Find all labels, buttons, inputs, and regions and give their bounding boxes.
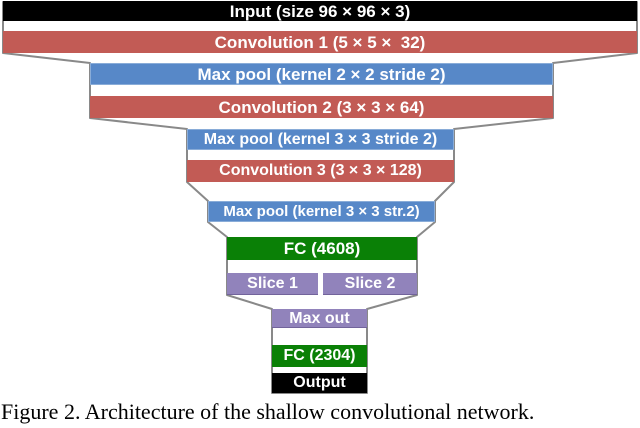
layer-label: Output <box>293 374 346 391</box>
layer-bar-conv3: Convolution 3 (3 × 3 × 128) <box>187 160 454 182</box>
layer-bar-fc1: FC (4608) <box>227 237 417 260</box>
layer-bar-pool3: Max pool (kernel 3 × 3 str.2) <box>208 201 435 222</box>
layer-label: FC (4608) <box>283 239 361 258</box>
layer-label: Slice 1 <box>247 275 298 292</box>
layer-label: Convolution 1 (5 × 5 × 32) <box>214 32 426 52</box>
layer-bar-slice2: Slice 2 <box>323 273 417 295</box>
layer-bar-conv1: Convolution 1 (5 × 5 × 32) <box>3 31 637 53</box>
figure-caption: Figure 2. Architecture of the shallow co… <box>1 399 535 424</box>
layer-bar-conv2: Convolution 2 (3 × 3 × 64) <box>90 96 553 118</box>
layer-label: Max pool (kernel 3 × 3 stride 2) <box>203 130 438 148</box>
funnel-outline <box>2 1 638 394</box>
layer-bar-input: Input (size 96 × 96 × 3) <box>3 1 637 21</box>
layer-label: Slice 2 <box>344 275 396 292</box>
layer-label: Max pool (kernel 3 × 3 str.2) <box>223 203 420 220</box>
layer-label: Max out <box>289 309 350 327</box>
funnel-outline-svg <box>2 1 638 394</box>
layer-label: Convolution 3 (3 × 3 × 128) <box>219 162 422 179</box>
layer-bar-output: Output <box>272 373 367 393</box>
layer-bar-pool2: Max pool (kernel 3 × 3 stride 2) <box>187 129 454 150</box>
layer-bar-maxout: Max out <box>272 309 367 328</box>
layer-bar-pool1: Max pool (kernel 2 × 2 stride 2) <box>90 63 553 85</box>
layer-label: Input (size 96 × 96 × 3) <box>229 1 411 21</box>
cnn-architecture-diagram: Input (size 96 × 96 × 3) Convolution 1 (… <box>2 1 638 394</box>
layer-bar-fc2: FC (2304) <box>272 345 367 367</box>
layer-label: Convolution 2 (3 × 3 × 64) <box>218 97 425 117</box>
layer-bar-slice1: Slice 1 <box>227 273 318 295</box>
layer-label: Max pool (kernel 2 × 2 stride 2) <box>197 64 446 84</box>
layer-label: FC (2304) <box>283 347 356 364</box>
